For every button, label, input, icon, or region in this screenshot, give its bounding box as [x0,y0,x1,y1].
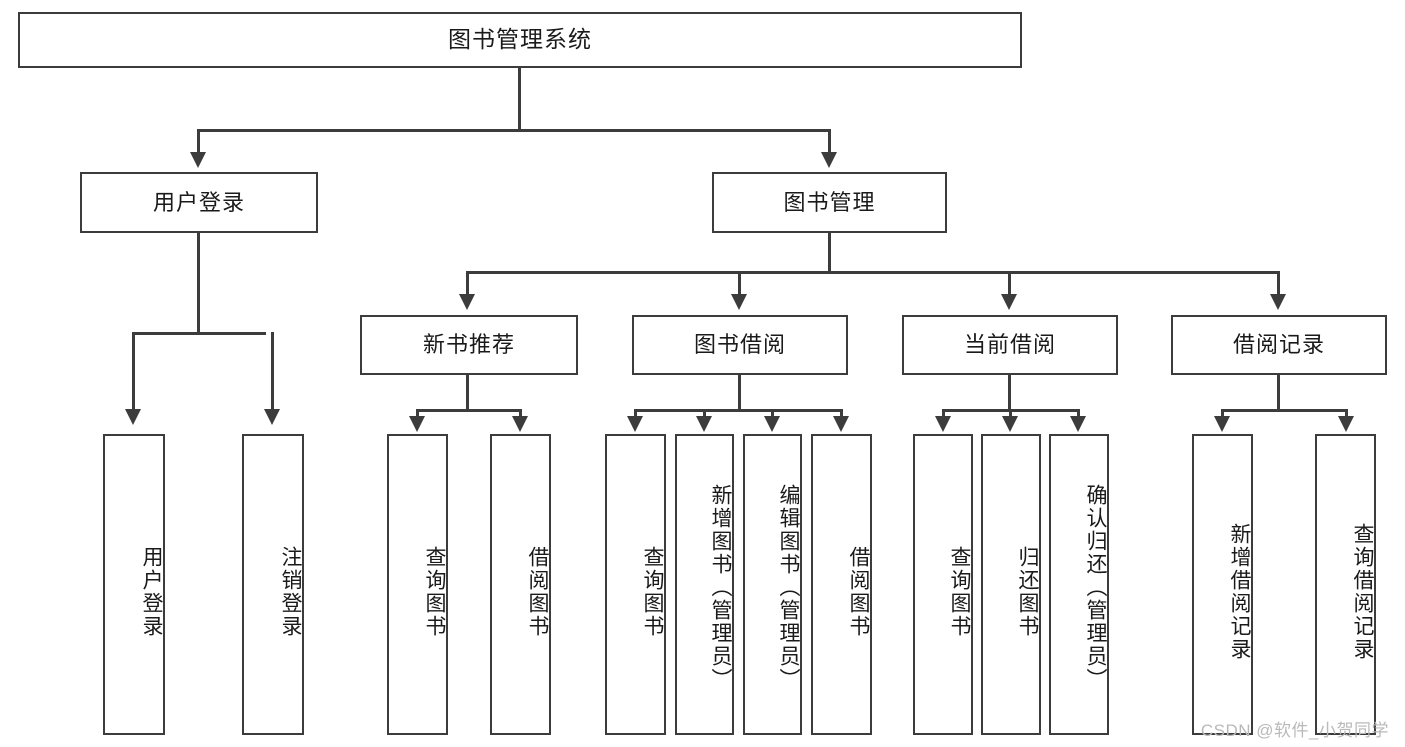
leaf-user-login-login[interactable]: 用户登录 [103,434,165,735]
arrow-to-current-borrow [1001,294,1017,310]
connector-user-login-child-1 [132,332,135,412]
leaf-book-borrow-query[interactable]: 查询图书 [605,434,666,735]
arrow-to-user-login [190,152,206,168]
connector-level3-bus [466,271,1280,274]
leaf-new-book-query[interactable]: 查询图书 [387,434,448,735]
connector-new-book-child-2 [519,409,522,419]
connector-book-borrow-stem [738,375,741,411]
arrow-user-login-child-2 [264,409,280,425]
connector-new-book-child-1 [416,409,419,419]
connector-book-borrow-child-1 [634,409,637,419]
leaf-borrow-record-add[interactable]: 新增借阅记录 [1192,434,1253,735]
node-root-system[interactable]: 图书管理系统 [18,12,1022,68]
csdn-watermark: CSDN @软件_小贺同学 [1200,721,1389,740]
leaf-current-borrow-return[interactable]: 归还图书 [981,434,1041,735]
arrow-current-borrow-child-1 [935,416,951,432]
connector-borrow-record-bus [1221,409,1345,412]
node-new-book-recommend[interactable]: 新书推荐 [360,315,578,375]
arrow-borrow-record-child-2 [1338,416,1354,432]
arrow-new-book-child-2 [512,416,528,432]
connector-to-new-book [466,271,469,297]
arrow-book-borrow-child-4 [833,416,849,432]
leaf-borrow-record-query[interactable]: 查询借阅记录 [1315,434,1376,735]
connector-to-borrow-record [1277,271,1280,297]
connector-user-login-child-2 [271,332,274,412]
node-borrow-record[interactable]: 借阅记录 [1171,315,1387,375]
connector-book-borrow-child-2 [703,409,706,419]
connector-level2-bus [197,129,831,132]
connector-to-book-manage [828,129,831,155]
arrow-book-borrow-child-3 [764,416,780,432]
connector-to-current-borrow [1008,271,1011,297]
connector-user-login-stem [197,233,200,334]
connector-current-borrow-child-3 [1077,409,1080,419]
connector-book-borrow-child-3 [771,409,774,419]
arrow-new-book-child-1 [409,416,425,432]
connector-current-borrow-child-1 [942,409,945,419]
arrow-to-book-borrow [731,294,747,310]
node-book-borrow[interactable]: 图书借阅 [632,315,848,375]
leaf-user-login-logout[interactable]: 注销登录 [242,434,304,735]
arrow-current-borrow-child-3 [1070,416,1086,432]
connector-borrow-record-child-1 [1221,409,1224,419]
leaf-current-borrow-query[interactable]: 查询图书 [913,434,973,735]
leaf-book-borrow-add[interactable]: 新增图书（管理员） [675,434,734,735]
connector-current-borrow-child-2 [1009,409,1012,419]
connector-root-stem [518,68,521,130]
arrow-current-borrow-child-2 [1002,416,1018,432]
node-book-manage[interactable]: 图书管理 [712,172,947,233]
leaf-current-borrow-confirm-return[interactable]: 确认归还（管理员） [1049,434,1109,735]
connector-new-book-bus [416,409,521,412]
arrow-book-borrow-child-1 [627,416,643,432]
leaf-book-borrow-borrow[interactable]: 借阅图书 [811,434,872,735]
arrow-to-borrow-record [1270,294,1286,310]
connector-to-user-login [197,129,200,155]
arrow-book-borrow-child-2 [696,416,712,432]
leaf-book-borrow-edit[interactable]: 编辑图书（管理员） [743,434,802,735]
arrow-user-login-child-1 [125,409,141,425]
leaf-new-book-borrow[interactable]: 借阅图书 [490,434,551,735]
connector-user-login-bus [132,332,266,335]
arrow-to-book-manage [821,152,837,168]
connector-borrow-record-child-2 [1345,409,1348,419]
connector-to-book-borrow [738,271,741,297]
arrow-borrow-record-child-1 [1214,416,1230,432]
node-current-borrow[interactable]: 当前借阅 [902,315,1118,375]
connector-new-book-stem [466,375,469,411]
connector-book-borrow-child-4 [840,409,843,419]
connector-book-borrow-bus [634,409,842,412]
connector-book-manage-stem [828,233,831,273]
connector-borrow-record-stem [1277,375,1280,411]
node-user-login[interactable]: 用户登录 [80,172,318,233]
arrow-to-new-book [459,294,475,310]
connector-current-borrow-stem [1008,375,1011,411]
